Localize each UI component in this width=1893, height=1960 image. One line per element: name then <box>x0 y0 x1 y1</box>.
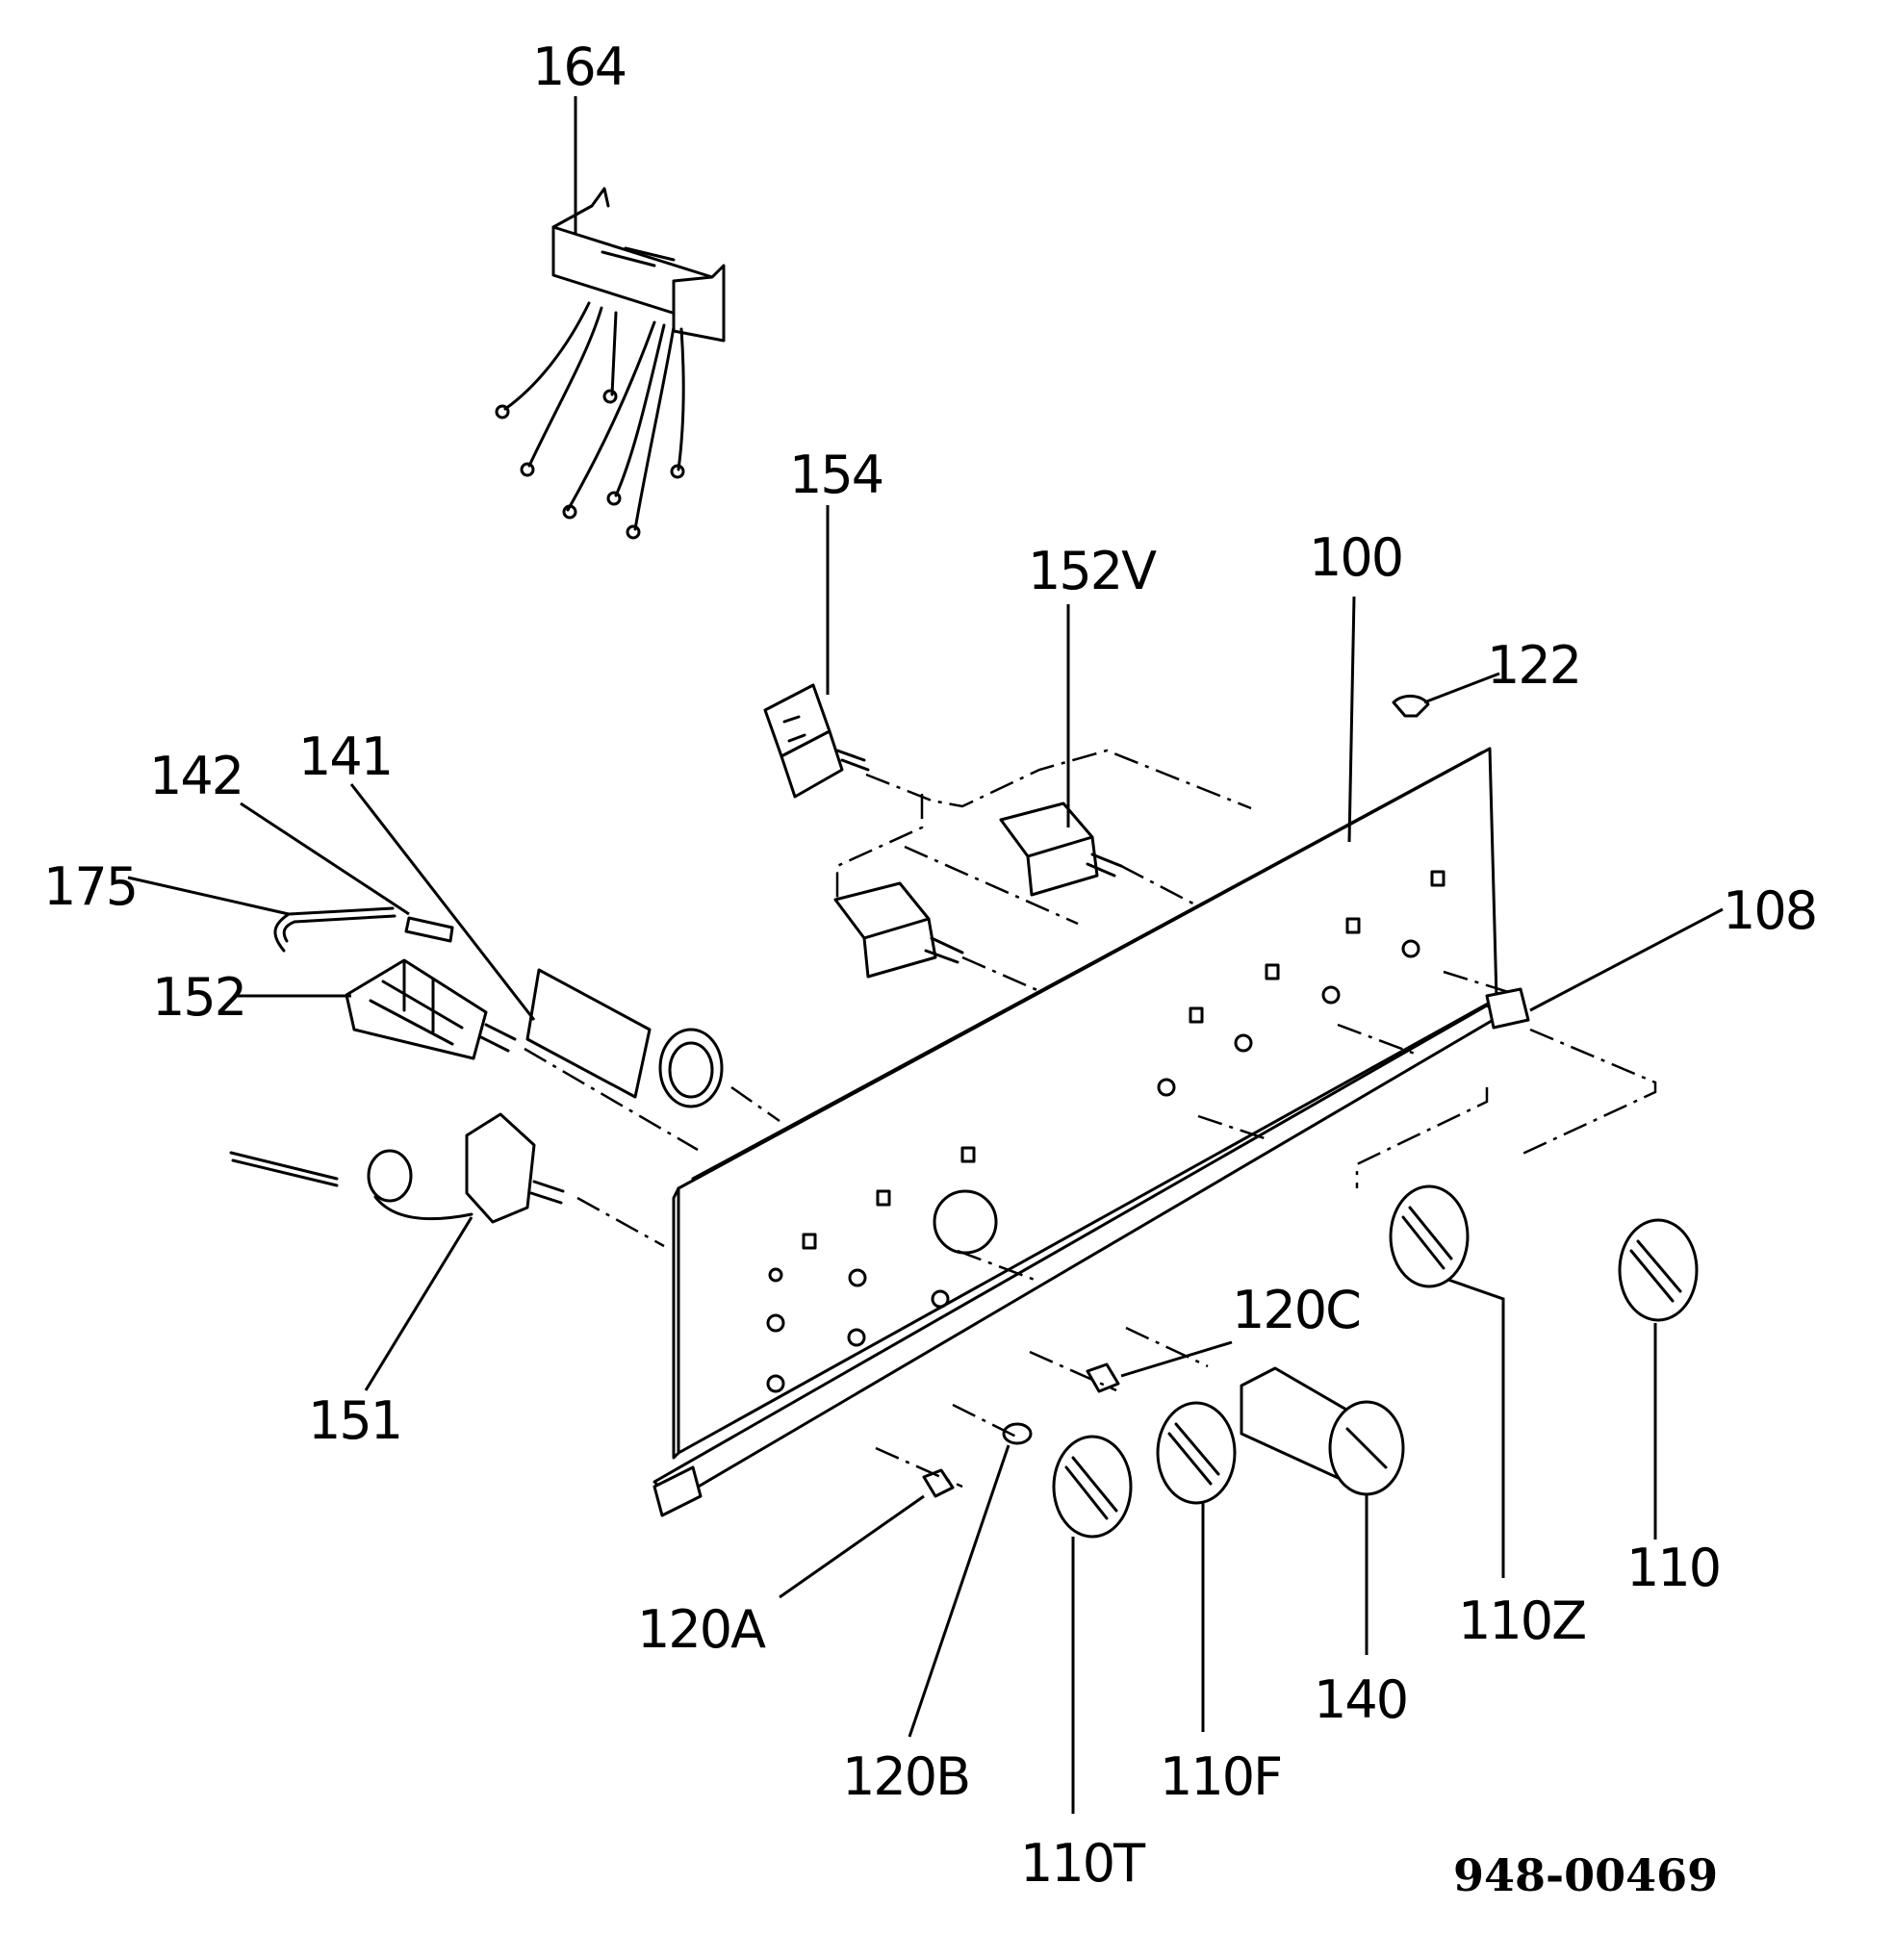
thermostat-151 <box>229 1112 665 1248</box>
wiring-harness-164 <box>495 187 726 540</box>
label-151: 151 <box>308 1390 401 1451</box>
knob-110f <box>1156 1401 1237 1505</box>
leader-dash-120 <box>875 1326 1209 1489</box>
label-120b: 120B <box>842 1746 969 1807</box>
knob-110z <box>1389 1184 1470 1288</box>
screw-120a <box>922 1468 955 1498</box>
knob-140 <box>1240 1366 1405 1496</box>
bracket-108 <box>1355 987 1657 1188</box>
label-120a: 120A <box>637 1599 766 1660</box>
pipe-175 <box>273 906 397 953</box>
label-154: 154 <box>789 445 883 505</box>
label-164: 164 <box>532 37 626 97</box>
knob-110 <box>1618 1218 1699 1322</box>
label-141: 141 <box>298 726 392 787</box>
control-panel-100 <box>652 747 1522 1517</box>
label-142: 142 <box>149 746 243 806</box>
label-175: 175 <box>43 856 137 917</box>
rotary-switch-154 <box>763 683 1252 810</box>
label-110z: 110Z <box>1458 1591 1585 1651</box>
label-110t: 110T <box>1020 1833 1146 1894</box>
leader-lines <box>127 96 1724 1814</box>
knob-110t <box>1052 1435 1133 1539</box>
label-140: 140 <box>1314 1669 1407 1730</box>
plug-122 <box>1392 695 1430 718</box>
switch-152 <box>345 958 780 1152</box>
drawing-reference-number: 948-00469 <box>1453 1849 1718 1901</box>
label-108: 108 <box>1723 880 1816 941</box>
label-152: 152 <box>152 967 245 1028</box>
screw-120c <box>1086 1362 1120 1393</box>
switch-152v <box>833 794 1233 993</box>
sleeve-142 <box>404 916 454 943</box>
label-122: 122 <box>1487 635 1580 696</box>
lamp-141 <box>525 968 724 1108</box>
label-110f: 110F <box>1160 1746 1281 1807</box>
label-120c: 120C <box>1232 1280 1360 1340</box>
screw-120b <box>1002 1422 1033 1445</box>
label-100: 100 <box>1309 527 1402 588</box>
label-152v: 152V <box>1028 541 1157 601</box>
label-110: 110 <box>1626 1538 1720 1598</box>
